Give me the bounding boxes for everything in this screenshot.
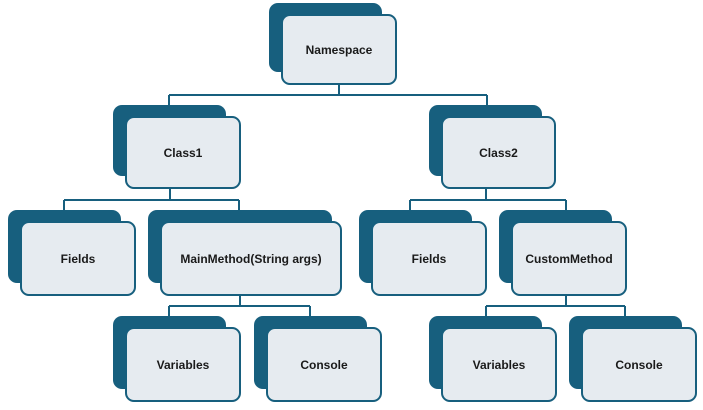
mainmethod-node-box: MainMethod(String args) — [160, 221, 342, 296]
mainmethod-label: MainMethod(String args) — [180, 251, 322, 266]
class1-node: Class1 — [113, 105, 241, 189]
custom-variables-node-box: Variables — [441, 327, 557, 402]
class2-fields-node-box: Fields — [371, 221, 487, 296]
custommethod-node: CustomMethod — [499, 210, 627, 296]
class1-fields-label: Fields — [60, 251, 96, 266]
class1-fields-node: Fields — [8, 210, 136, 296]
mainmethod-node: MainMethod(String args) — [148, 210, 342, 296]
class2-fields-node: Fields — [359, 210, 487, 296]
main-console-node-box: Console — [266, 327, 382, 402]
custommethod-node-box: CustomMethod — [511, 221, 627, 296]
main-variables-node-box: Variables — [125, 327, 241, 402]
main-variables-label: Variables — [156, 357, 210, 372]
namespace-label: Namespace — [305, 42, 373, 57]
class2-label: Class2 — [479, 145, 518, 160]
custom-console-node: Console — [569, 316, 697, 402]
main-variables-node: Variables — [113, 316, 241, 402]
class1-label: Class1 — [163, 145, 203, 160]
class2-node: Class2 — [429, 105, 556, 189]
main-console-node: Console — [254, 316, 382, 402]
custom-console-node-box: Console — [581, 327, 697, 402]
class1-fields-node-box: Fields — [20, 221, 136, 296]
custom-variables-node: Variables — [429, 316, 557, 402]
class2-node-box: Class2 — [441, 116, 556, 189]
namespace-node: Namespace — [269, 3, 397, 85]
custommethod-label: CustomMethod — [525, 251, 613, 266]
namespace-node-box: Namespace — [281, 14, 397, 85]
class2-fields-label: Fields — [411, 251, 447, 266]
custom-variables-label: Variables — [472, 357, 526, 372]
class1-node-box: Class1 — [125, 116, 241, 189]
main-console-label: Console — [300, 357, 348, 372]
custom-console-label: Console — [615, 357, 663, 372]
